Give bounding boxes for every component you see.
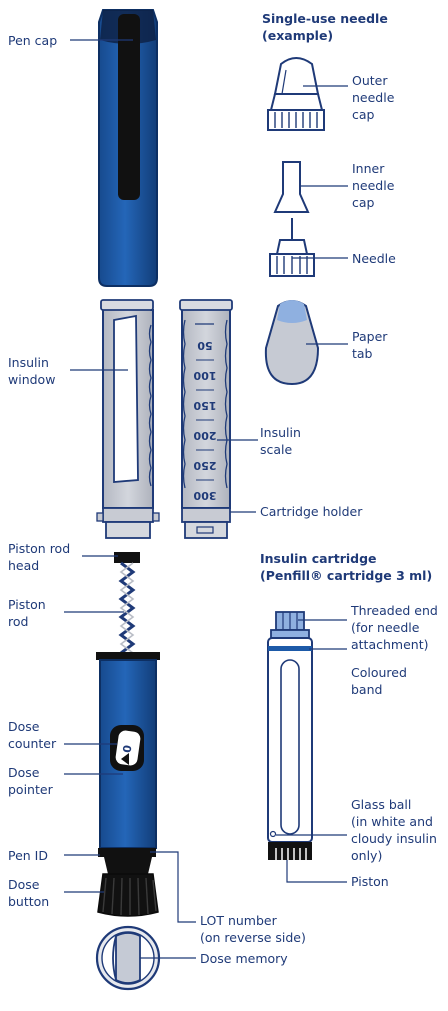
label-pen-cap: Pen cap bbox=[8, 32, 57, 49]
coloured-band-mark bbox=[268, 646, 312, 651]
label-piston: Piston bbox=[351, 873, 389, 890]
pen-cap-clip bbox=[118, 14, 140, 200]
cartridge-section-header: Insulin cartridge (Penfill® cartridge 3 … bbox=[260, 550, 432, 584]
label-dose-pointer: Dose pointer bbox=[8, 764, 53, 798]
cartridge-holder-front bbox=[97, 300, 159, 538]
label-paper-tab: Paper tab bbox=[352, 328, 387, 362]
label-insulin-scale: Insulin scale bbox=[260, 424, 301, 458]
dose-counter-window: 0 bbox=[110, 725, 144, 771]
insulin-cartridge bbox=[268, 612, 312, 860]
scale-mark-200: 200 bbox=[193, 429, 216, 442]
label-glass-ball: Glass ball (in white and cloudy insulin … bbox=[351, 796, 437, 864]
needle-part bbox=[270, 218, 314, 276]
pen-id-band bbox=[98, 848, 156, 857]
scale-mark-150: 150 bbox=[193, 399, 216, 412]
pen-cap bbox=[99, 10, 157, 286]
pen-body: 0 bbox=[96, 652, 160, 857]
scale-mark-50: 50 bbox=[197, 339, 213, 352]
label-dose-button: Dose button bbox=[8, 876, 49, 910]
label-threaded-end: Threaded end (for needle attachment) bbox=[351, 602, 438, 653]
piston-rod-head bbox=[114, 552, 140, 563]
scale-mark-250: 250 bbox=[193, 459, 216, 472]
label-inner-needle-cap: Inner needle cap bbox=[352, 160, 394, 211]
label-piston-rod: Piston rod bbox=[8, 596, 46, 630]
cartridge-holder-back: 50 100 150 200 250 300 bbox=[180, 300, 232, 538]
needle-section-header: Single-use needle (example) bbox=[262, 10, 388, 44]
inner-needle-cap bbox=[275, 162, 308, 212]
label-piston-rod-head: Piston rod head bbox=[8, 540, 70, 574]
label-cartridge-holder: Cartridge holder bbox=[260, 503, 362, 520]
label-dose-memory: Dose memory bbox=[200, 950, 288, 967]
label-needle: Needle bbox=[352, 250, 396, 267]
paper-tab-part bbox=[266, 300, 318, 384]
outer-needle-cap bbox=[268, 58, 324, 130]
label-dose-counter: Dose counter bbox=[8, 718, 56, 752]
label-insulin-window: Insulin window bbox=[8, 354, 55, 388]
piston-rod bbox=[114, 552, 140, 653]
label-outer-needle-cap: Outer needle cap bbox=[352, 72, 394, 123]
label-coloured-band: Coloured band bbox=[351, 664, 407, 698]
glass-ball-mark bbox=[271, 832, 276, 837]
label-pen-id: Pen ID bbox=[8, 847, 48, 864]
scale-mark-300: 300 bbox=[193, 489, 216, 502]
label-lot-number: LOT number (on reverse side) bbox=[200, 912, 306, 946]
dose-button bbox=[98, 857, 158, 916]
scale-mark-100: 100 bbox=[193, 369, 216, 382]
